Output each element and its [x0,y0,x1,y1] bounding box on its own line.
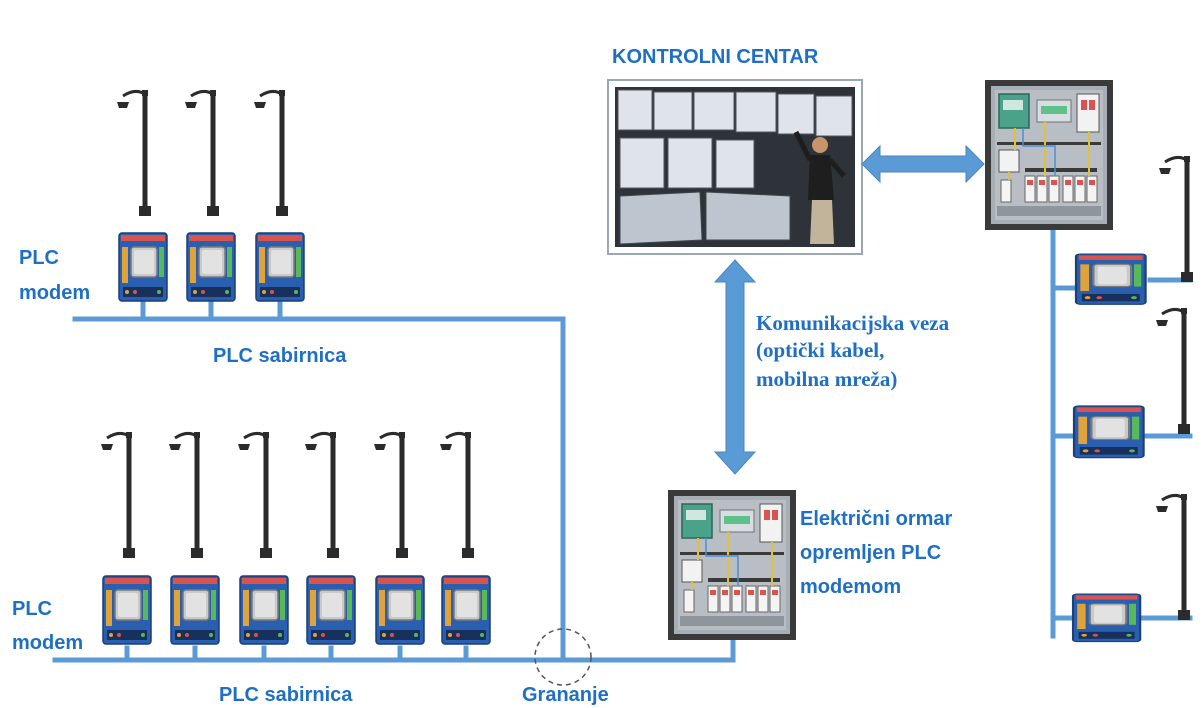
street-lamp-icon [115,88,153,218]
plc-modem-icon [255,232,305,302]
cabinet-label-line3: modemom [800,576,902,598]
plc-bus-top [72,316,566,663]
street-lamp-icon [183,88,221,218]
branching-circle [534,628,592,686]
plc-bus-label-top: PLC sabirnica [213,345,347,367]
bottom-row-modems [102,575,491,645]
cabinet-label-line1: Električni ormar [800,508,953,530]
bus-lines [52,225,1193,663]
electrical-cabinet-icon [984,79,1114,231]
plc-modem-icon [306,575,356,645]
electrical-cabinet-bottom [667,489,797,641]
plc-bus-label-bottom: PLC sabirnica [219,684,353,706]
control-center-title: KONTROLNI CENTAR [612,46,819,68]
plc-modem-icon [170,575,220,645]
street-lamp-icon [99,430,137,560]
plc-modem-label-top-line2: modem [19,282,91,304]
right-column-modems [1071,252,1147,643]
plc-modem-label-top-line1: PLC [19,247,59,269]
street-lamp-icon [1157,154,1195,284]
cabinet-label-line2: opremljen PLC [800,542,942,564]
street-lamp-icon [438,430,476,560]
plc-modem-icon [375,575,425,645]
street-lamp-icon [167,430,205,560]
electrical-cabinet-top-right [984,79,1114,231]
plc-modem-icon [102,575,152,645]
arrow-control-to-cabinet [861,144,985,184]
branching-label: Grananje [522,684,609,706]
plc-modem-icon [186,232,236,302]
comm-link-label-line3: mobilna mreža) [756,367,898,391]
street-lamp-icon [303,430,341,560]
plc-modem-icon [441,575,491,645]
top-row-modems [118,232,305,302]
plc-modem-label-bottom-line2: modem [12,632,84,654]
plc-modem-icon [1071,592,1142,643]
plc-modem-icon [118,232,168,302]
right-column-lamps [1154,154,1195,622]
street-lamp-icon [252,88,290,218]
bottom-row-lamps [99,430,476,560]
street-lamp-icon [1154,492,1192,622]
comm-link-label-line2: (optički kabel, [756,338,885,362]
plc-modem-icon [239,575,289,645]
top-row-lamps [115,88,290,218]
comm-link-label-line1: Komunikacijska veza [756,311,950,335]
control-room-photo [607,79,863,255]
street-lamp-icon [372,430,410,560]
plc-modem-icon [1072,404,1145,459]
arrow-communication-link [713,259,757,475]
plc-modem-label-bottom-line1: PLC [12,598,52,620]
street-lamp-icon [1154,306,1192,436]
electrical-cabinet-icon [667,489,797,641]
plc-modem-icon [1074,252,1147,306]
street-lamp-icon [236,430,274,560]
plc-bus-bottom [52,638,736,663]
